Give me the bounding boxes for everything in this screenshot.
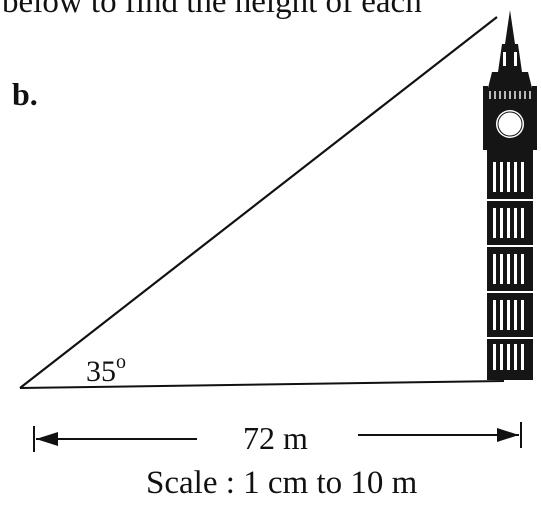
angle-value: 35 [86, 355, 116, 388]
hypotenuse-line [19, 16, 498, 389]
part-label: b. [12, 76, 38, 112]
scale-label: Scale : 1 cm to 10 m [146, 465, 418, 501]
base-line [19, 380, 505, 389]
clock-tower-icon [483, 10, 537, 380]
angle-label: 35o [86, 351, 126, 388]
length-label: 72 m [243, 420, 308, 456]
dimension-arrow [33, 422, 522, 452]
degree-symbol: o [116, 351, 126, 373]
question-header-text: below to find the height of each [2, 0, 422, 20]
